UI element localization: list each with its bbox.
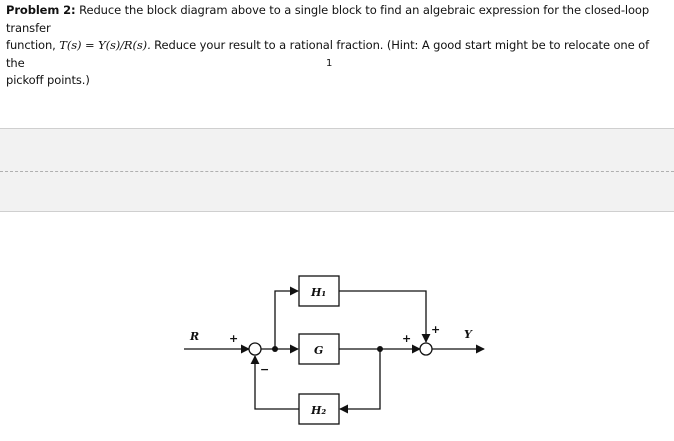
pickoff-to-h1-line (274, 286, 299, 349)
input-label-r: R (189, 330, 199, 343)
block-h2 (298, 393, 340, 425)
page-gap (0, 128, 674, 212)
problem-line-2-suffix: Reduce your result to a rational fractio… (6, 38, 650, 70)
sum1-minus-sign: − (260, 363, 269, 376)
output-label-y: Y (464, 328, 473, 341)
block-g-label: G (314, 344, 323, 357)
sum1-plus-sign: + (229, 332, 238, 345)
summing-junction-1 (248, 342, 262, 356)
problem-line-3: pickoff points.) (6, 73, 90, 87)
transfer-function-formula: T(s) = Y(s)/R(s). (59, 38, 151, 52)
block-diagram: R + H₁ G + + Y H₂ − (184, 275, 485, 425)
sum2-plus-left: + (402, 332, 411, 345)
page-number: 1 (326, 58, 333, 69)
document-page-top: Problem 2: Reduce the block diagram abov… (0, 0, 674, 128)
page-break-line (0, 171, 674, 172)
document-page-bottom: R + H₁ G + + Y H₂ − (0, 212, 674, 437)
problem-line-2-prefix: function, (6, 38, 60, 52)
h2-to-sum1-line (250, 355, 299, 410)
sum2-plus-top: + (431, 323, 440, 336)
block-h1 (298, 275, 340, 307)
block-g (298, 333, 340, 365)
problem-statement: Problem 2: Reduce the block diagram abov… (6, 2, 666, 90)
problem-label: Problem 2: (6, 3, 76, 17)
h1-to-sum2-line (339, 290, 431, 343)
block-h1-label: H₁ (310, 286, 326, 299)
pickoff-to-h2-line (339, 349, 381, 414)
problem-line-1: Reduce the block diagram above to a sing… (6, 3, 650, 35)
summing-junction-2 (419, 342, 433, 356)
block-h2-label: H₂ (310, 404, 326, 417)
